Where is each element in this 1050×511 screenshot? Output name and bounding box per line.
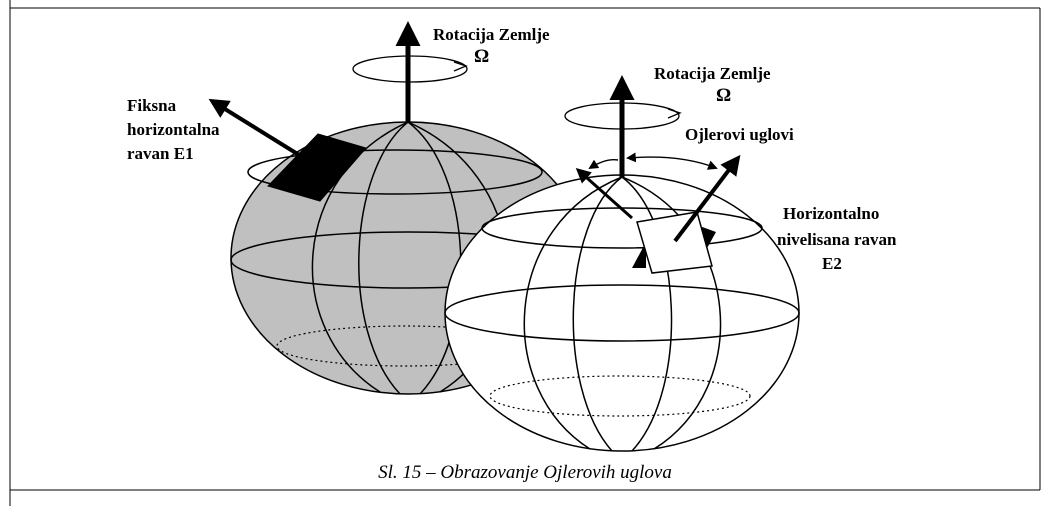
white-meridian-4 [621, 176, 722, 450]
omega-label-right: Ω [716, 85, 731, 106]
gray-meridian-3 [407, 121, 462, 395]
plane-e2-shadow-left [632, 242, 646, 268]
white-meridian-2 [523, 176, 623, 450]
plane-e1-normal-arrow [208, 98, 306, 160]
euler-angles-label: Ojlerovi uglovi [685, 125, 794, 144]
rotation-circle-left [352, 55, 468, 83]
fixed-plane-label-line2: horizontalna [127, 120, 220, 139]
white-meridian-1 [572, 176, 623, 452]
euler-angle-arc-1 [588, 158, 619, 170]
white-globe-equator [444, 284, 800, 342]
rotation-label-left: Rotacija Zemlje [433, 25, 550, 44]
plane-e2-tilted-arrow [575, 168, 633, 220]
leveled-plane-label-line3: E2 [822, 254, 842, 273]
rotation-circle-right [564, 102, 682, 130]
plane-e1 [267, 133, 367, 202]
omega-label-left: Ω [474, 46, 489, 67]
gray-meridian-2 [311, 121, 409, 393]
figure-caption: Sl. 15 – Obrazovanje Ojlerovih uglova [378, 462, 672, 483]
fixed-plane-label-line3: ravan E1 [127, 144, 194, 163]
leveled-plane-label-line2: nivelisana ravan [777, 230, 897, 249]
plane-e2 [636, 211, 713, 274]
euler-angle-arc-2 [626, 152, 718, 170]
white-meridian-3 [621, 176, 673, 452]
gray-globe-upper-ring [247, 149, 543, 195]
gray-meridian-1 [358, 121, 409, 395]
white-globe [444, 174, 800, 452]
fixed-plane-label-line1: Fiksna [127, 96, 177, 115]
white-globe-lower-ring [489, 375, 751, 417]
rotation-label-right: Rotacija Zemlje [654, 64, 771, 83]
plane-e2-normal-arrow [673, 154, 741, 243]
leveled-plane-label-line1: Horizontalno [783, 204, 879, 223]
white-globe-body [444, 174, 800, 452]
plane-e2-group [632, 211, 716, 274]
